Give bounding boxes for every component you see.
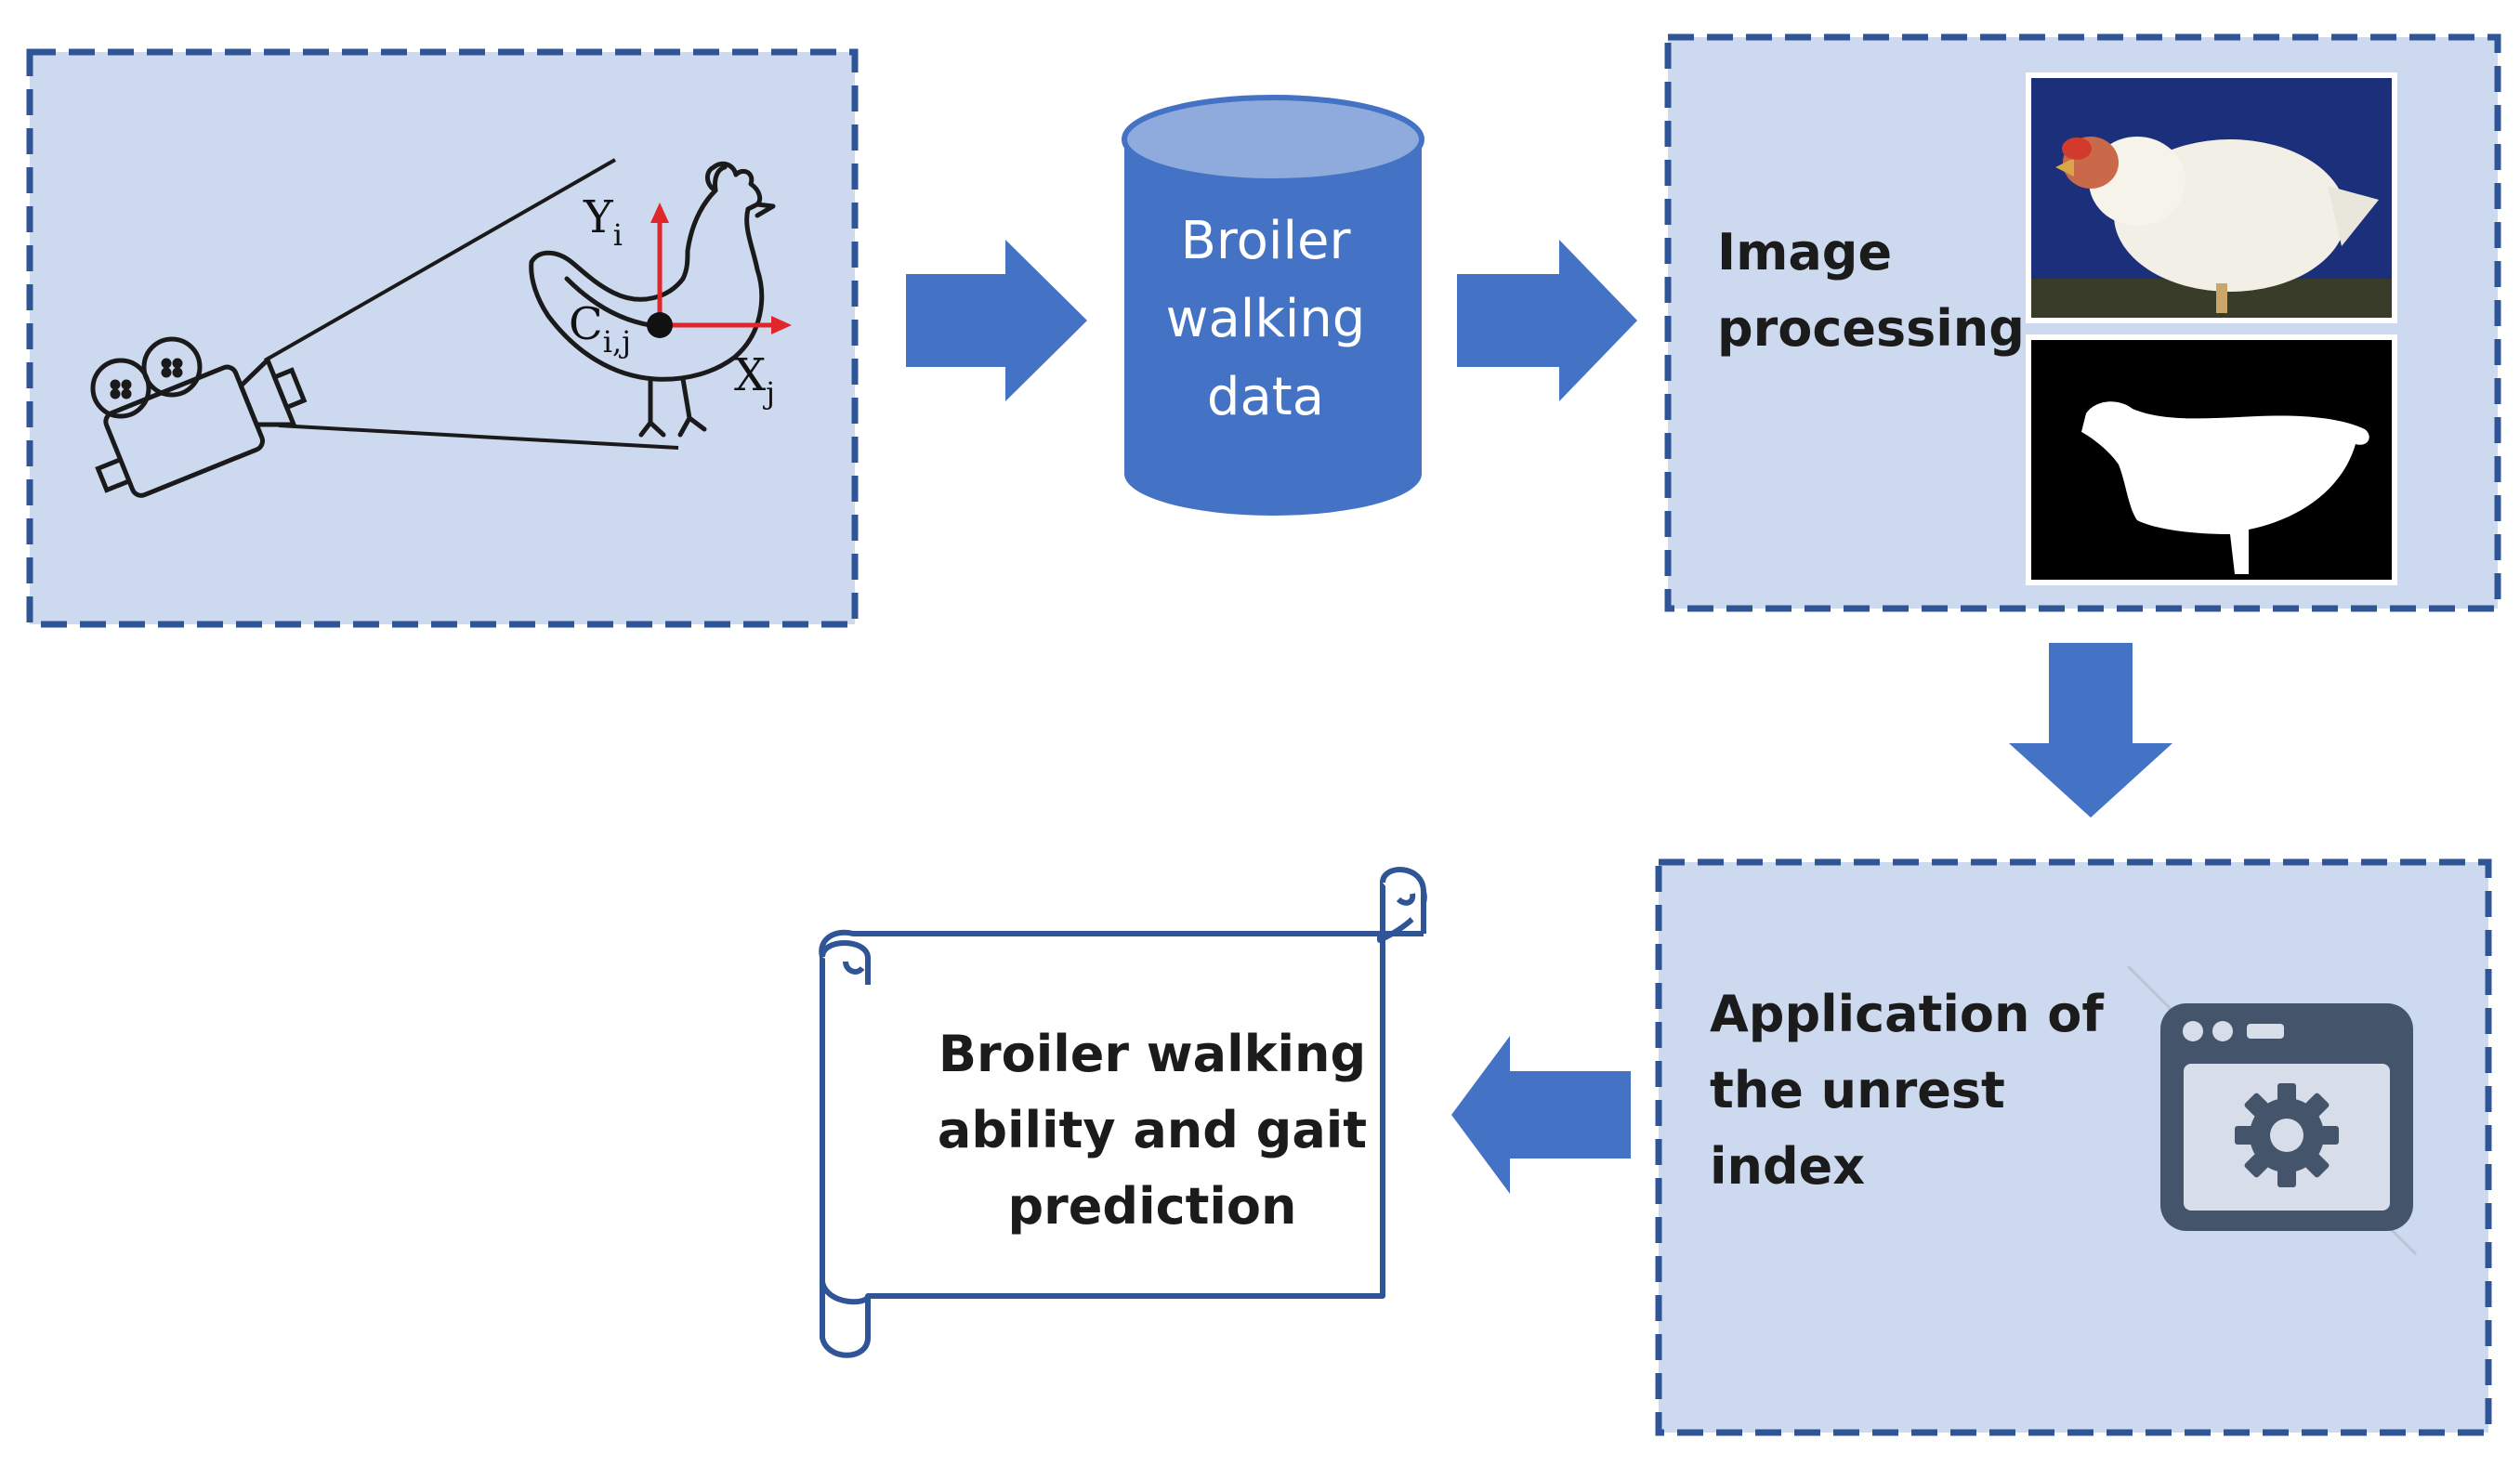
scroll-icon: [819, 867, 1427, 1358]
view-line-top: [264, 158, 616, 362]
unrest-index-label-line1: Application of: [1710, 985, 2104, 1043]
chicken-icon: [529, 161, 776, 438]
image-processing-label-line2: processing: [1717, 299, 2025, 358]
database-label-line3: data: [1207, 367, 1324, 427]
prediction-label-line1: Broiler walking: [938, 1025, 1366, 1083]
settings-window-icon: [2126, 964, 2418, 1256]
video-camera-icon: [90, 336, 308, 498]
coordinate-axes: [647, 203, 792, 338]
axis-x-label: Xj: [734, 349, 775, 411]
unrest-index-label-line3: index: [1710, 1137, 1865, 1196]
gear-icon: [2235, 1083, 2339, 1187]
image-processing-label-line1: Image: [1717, 223, 1892, 281]
capture-box: Yi Ci,j Xj: [26, 48, 859, 628]
axis-y-label: Yi: [583, 191, 623, 253]
arrow-right-1: [906, 240, 1087, 401]
prediction-label-line3: prediction: [1008, 1177, 1297, 1236]
arrow-down: [2009, 643, 2172, 818]
arrow-left: [1451, 1036, 1631, 1194]
database-cylinder-icon: Broiler walking data: [1122, 95, 1424, 516]
arrow-right-2: [1457, 240, 1637, 401]
center-point: [647, 312, 673, 338]
unrest-index-label-line2: the unrest: [1710, 1061, 2005, 1119]
database-label-line1: Broiler: [1180, 211, 1351, 271]
chicken-mask-photo: [2026, 334, 2397, 585]
chicken-photo: [2026, 72, 2397, 323]
database-label-line2: walking: [1166, 289, 1366, 349]
image-processing-box: Image processing: [1664, 33, 2501, 612]
unrest-index-box: Application of the unrest index: [1655, 858, 2492, 1436]
center-label: Ci,j: [569, 298, 631, 360]
prediction-label-line2: ability and gait: [938, 1101, 1367, 1159]
view-line-bottom: [278, 424, 679, 450]
